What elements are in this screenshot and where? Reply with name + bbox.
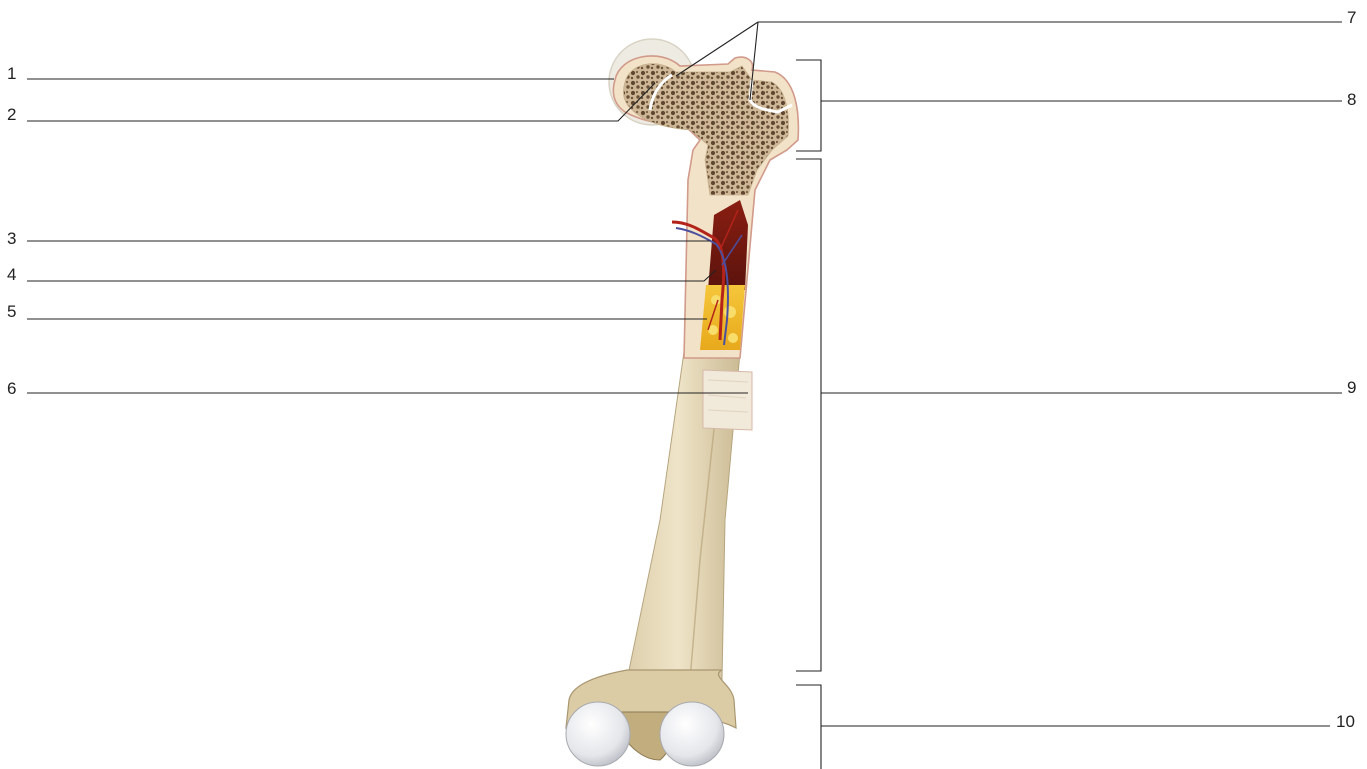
periosteum-flap: [703, 370, 752, 430]
yellow-marrow-fat: [728, 333, 738, 343]
bracket-9: [796, 159, 821, 671]
leader-line-4: [27, 270, 716, 281]
label-7: 7: [1347, 9, 1356, 26]
label-1: 1: [7, 65, 16, 82]
medial-condyle-cartilage: [566, 702, 630, 766]
yellow-marrow-fat: [711, 295, 721, 305]
bracket-10: [796, 685, 821, 769]
yellow-marrow-fat: [724, 306, 736, 318]
label-2: 2: [7, 106, 16, 123]
label-3: 3: [7, 230, 16, 247]
label-10: 10: [1336, 713, 1355, 730]
label-9: 9: [1347, 379, 1356, 396]
lateral-condyle-cartilage: [660, 702, 724, 766]
leader-line-2: [27, 83, 655, 121]
label-8: 8: [1347, 91, 1356, 108]
label-6: 6: [7, 380, 16, 397]
label-5: 5: [7, 303, 16, 320]
bracket-8: [796, 60, 821, 151]
label-4: 4: [7, 266, 16, 283]
